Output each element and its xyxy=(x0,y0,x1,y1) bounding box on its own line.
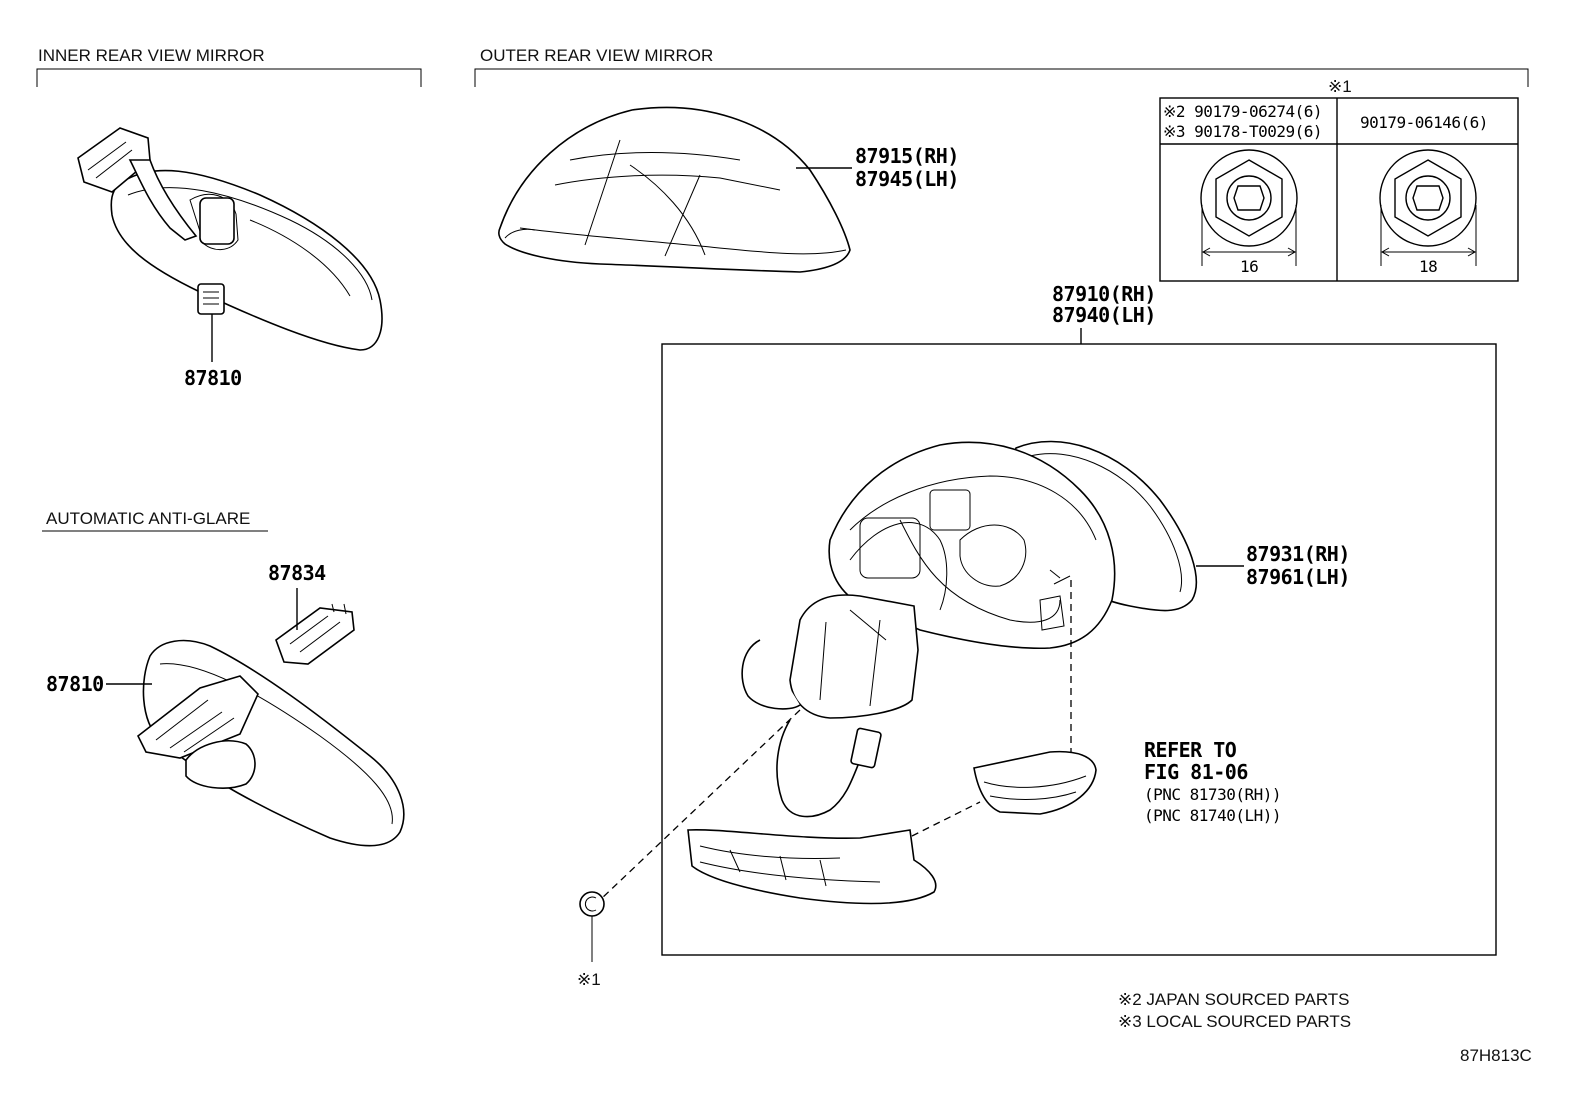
lower-cover-drawing xyxy=(687,828,937,905)
section-title-anti-glare: AUTOMATIC ANTI-GLARE xyxy=(46,509,250,528)
refer-pnc-rh: (PNC 81730(RH)) xyxy=(1144,785,1281,804)
hex-nut-icon xyxy=(1379,149,1477,266)
part-number-cap-rh: 87915(RH) xyxy=(855,144,959,168)
part-number-assy-lh: 87940(LH) xyxy=(1052,303,1156,327)
section-bracket-inner xyxy=(36,68,422,87)
mirror-stay-cover-drawing xyxy=(275,603,355,665)
part-number-stay-cover: 87834 xyxy=(268,561,326,585)
footnote-japan-sourced: ※2 JAPAN SOURCED PARTS xyxy=(1118,990,1350,1009)
nut-table-header: ※1 xyxy=(1328,77,1352,96)
assembly-line-cover xyxy=(911,801,981,837)
part-number-anti-glare-mirror: 87810 xyxy=(46,672,104,696)
nut-table xyxy=(1159,97,1519,282)
part-number-assy-rh: 87910(RH) xyxy=(1052,282,1156,306)
mirror-cap-drawing xyxy=(498,106,851,273)
figure-id: 87H813C xyxy=(1460,1046,1532,1065)
part-number-glass-lh: 87961(LH) xyxy=(1246,565,1350,589)
section-title-inner-mirror: INNER REAR VIEW MIRROR xyxy=(38,46,265,65)
refer-to-label: REFER TO xyxy=(1144,738,1237,762)
footnote-local-sourced: ※3 LOCAL SOURCED PARTS xyxy=(1118,1012,1351,1031)
clip-note-label: ※1 xyxy=(577,970,601,989)
part-number-cap-lh: 87945(LH) xyxy=(855,167,959,191)
nut-part-japan: ※2 90179-06274(6) xyxy=(1163,102,1322,121)
refer-fig-label: FIG 81-06 xyxy=(1144,760,1248,784)
inner-mirror-drawing xyxy=(77,127,383,351)
section-bracket-outer xyxy=(474,68,1529,87)
nut-dimension-16: 16 xyxy=(1240,257,1258,276)
turn-signal-lamp-drawing xyxy=(973,750,1097,815)
hex-nut-icon xyxy=(1200,149,1298,266)
nut-dimension-18: 18 xyxy=(1419,257,1437,276)
anti-glare-mirror-drawing xyxy=(136,639,405,847)
nut-part-local: ※3 90178-T0029(6) xyxy=(1163,122,1322,141)
part-number-glass-rh: 87931(RH) xyxy=(1246,542,1350,566)
assembly-line-clip xyxy=(599,709,801,901)
assembly-frame xyxy=(661,343,1497,956)
nut-part-standard: 90179-06146(6) xyxy=(1360,113,1488,132)
section-title-outer-mirror: OUTER REAR VIEW MIRROR xyxy=(480,46,713,65)
mirror-body-drawing xyxy=(741,441,1116,818)
refer-pnc-lh: (PNC 81740(LH)) xyxy=(1144,806,1281,825)
clip-icon xyxy=(579,891,605,962)
part-number-inner-mirror: 87810 xyxy=(184,366,242,390)
